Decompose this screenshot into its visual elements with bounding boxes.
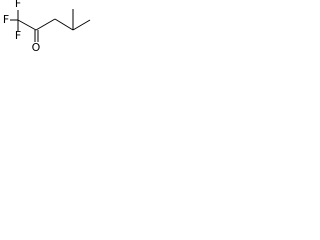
- bond-carbonyl-ch2: [35, 18, 56, 31]
- bond-ch-methyl-right: [72, 19, 91, 31]
- atom-labels: F F F O: [3, 0, 41, 54]
- atom-f-top: F: [15, 0, 21, 10]
- atom-o: O: [32, 41, 41, 54]
- chemical-structure: F F F O: [3, 0, 91, 54]
- bond-cf3-carbonyl: [17, 19, 37, 31]
- bond-ch2-ch: [54, 18, 74, 31]
- bond-lines: [10, 9, 91, 42]
- atom-f-left: F: [3, 13, 9, 26]
- atom-f-bottom: F: [15, 29, 21, 42]
